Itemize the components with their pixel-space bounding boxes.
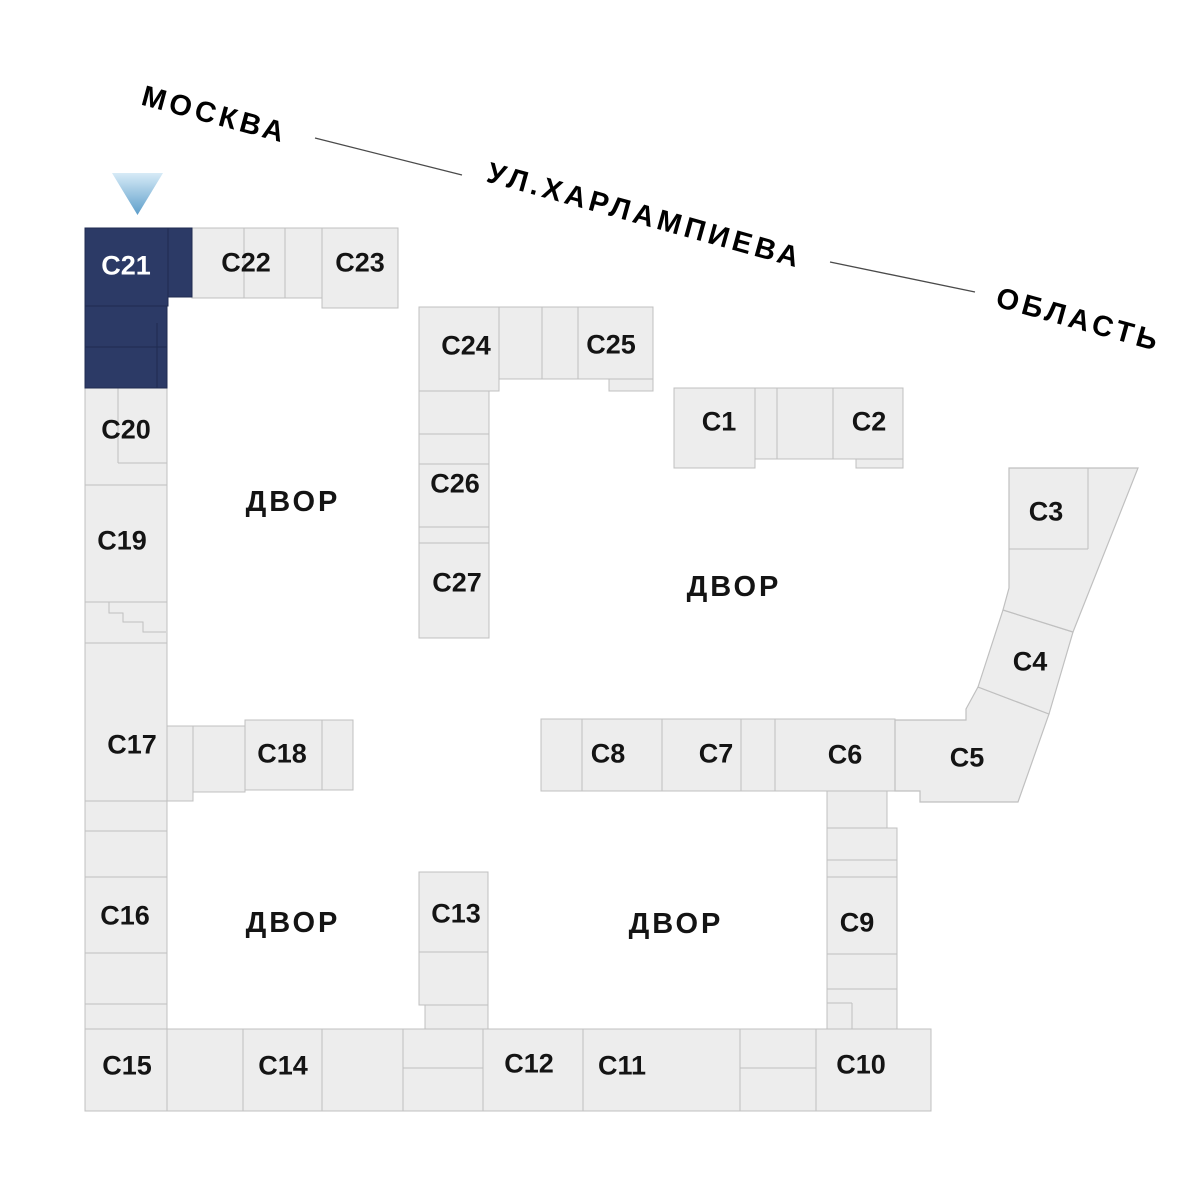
street-label-oblast: ОБЛАСТЬ xyxy=(992,282,1164,358)
courtyard-label-nw: ДВОР xyxy=(246,486,341,518)
building-c24-shape[interactable] xyxy=(418,306,500,392)
building-c13-shape[interactable] xyxy=(418,871,489,953)
building-section xyxy=(826,790,888,829)
building-c7-shape[interactable] xyxy=(661,718,742,792)
building-section xyxy=(498,306,543,380)
building-c21-section[interactable] xyxy=(84,305,168,348)
courtyard-label-ne: ДВОР xyxy=(687,571,782,603)
building-section xyxy=(284,227,323,299)
building-c15-label[interactable]: C15 xyxy=(102,1050,152,1080)
building-c21-section[interactable] xyxy=(84,346,168,389)
building-c2-label[interactable]: C2 xyxy=(852,406,887,436)
building-section xyxy=(739,1028,817,1112)
building-section xyxy=(84,1003,168,1030)
building-c14-label[interactable]: C14 xyxy=(258,1050,308,1080)
building-c17-shape[interactable] xyxy=(84,642,168,802)
building-c25-label[interactable]: C25 xyxy=(586,329,636,359)
building-section xyxy=(321,1028,404,1112)
street-label-kharlampieva: УЛ.ХАРЛАМПИЕВА xyxy=(483,157,806,275)
building-c10-label[interactable]: C10 xyxy=(836,1049,886,1079)
building-c3-shape[interactable] xyxy=(1002,467,1139,633)
courtyard-label-se: ДВОР xyxy=(629,908,724,940)
building-c8-label[interactable]: C8 xyxy=(591,738,626,768)
building-section xyxy=(418,951,489,1006)
building-section xyxy=(402,1028,484,1112)
building-c18-label[interactable]: C18 xyxy=(257,738,307,768)
building-c12-shape[interactable] xyxy=(482,1028,584,1112)
building-section xyxy=(84,952,168,1005)
selected-building-pointer-icon xyxy=(112,173,163,215)
building-c6-label[interactable]: C6 xyxy=(828,739,863,769)
building-c20-label[interactable]: C20 xyxy=(101,414,151,444)
building-c9-shape[interactable] xyxy=(826,827,898,1030)
building-section xyxy=(166,725,194,802)
building-section xyxy=(418,433,490,465)
building-c18-shape[interactable] xyxy=(244,719,354,791)
building-section xyxy=(608,378,654,392)
building-c26-shape[interactable] xyxy=(418,463,490,528)
building-c25-shape[interactable] xyxy=(577,306,654,380)
building-c5-shape[interactable] xyxy=(894,686,1050,803)
building-section xyxy=(541,306,579,380)
building-c11-label[interactable]: C11 xyxy=(598,1050,646,1080)
building-c1-label[interactable]: C1 xyxy=(702,406,737,436)
building-section xyxy=(84,830,168,878)
building-section xyxy=(540,718,583,792)
street-line xyxy=(829,261,976,293)
stair-step-lines xyxy=(108,602,166,633)
building-c14-shape[interactable] xyxy=(242,1028,323,1112)
building-c19-label[interactable]: C19 xyxy=(97,525,147,555)
building-c16-label[interactable]: C16 xyxy=(100,900,150,930)
building-c4-label[interactable]: C4 xyxy=(1013,646,1048,676)
building-c9-label[interactable]: C9 xyxy=(840,907,875,937)
building-c5-label[interactable]: C5 xyxy=(950,742,985,772)
building-section xyxy=(418,526,490,544)
building-section xyxy=(424,1004,489,1030)
building-section xyxy=(418,390,490,435)
building-section xyxy=(776,387,834,460)
building-section xyxy=(855,458,904,469)
building-c13-label[interactable]: C13 xyxy=(431,898,481,928)
building-c21-label[interactable]: C21 xyxy=(101,250,151,280)
building-c22-label[interactable]: C22 xyxy=(221,247,271,277)
building-c23-shape[interactable] xyxy=(321,227,399,309)
courtyard-label-sw: ДВОР xyxy=(246,907,341,939)
building-c16-shape[interactable] xyxy=(84,876,168,954)
building-section xyxy=(192,725,246,793)
building-c11-shape[interactable] xyxy=(582,1028,741,1112)
building-c26-label[interactable]: C26 xyxy=(430,468,480,498)
street-line xyxy=(314,137,463,176)
building-c21-section[interactable] xyxy=(167,227,193,298)
building-c2-shape[interactable] xyxy=(832,387,904,460)
building-section xyxy=(754,387,778,460)
building-c12-label[interactable]: C12 xyxy=(504,1048,554,1078)
building-c22-shape[interactable] xyxy=(191,227,286,299)
building-c27-shape[interactable] xyxy=(418,542,490,639)
building-section xyxy=(740,718,776,792)
street-label-moscow: МОСКВА xyxy=(138,80,291,150)
building-c1-shape[interactable] xyxy=(673,387,756,469)
building-c23-label[interactable]: C23 xyxy=(335,247,385,277)
building-c10-shape[interactable] xyxy=(815,1028,932,1112)
building-c24-label[interactable]: C24 xyxy=(441,330,491,360)
building-section xyxy=(84,800,168,832)
building-c3-label[interactable]: C3 xyxy=(1029,496,1064,526)
building-c27-label[interactable]: C27 xyxy=(432,567,482,597)
building-section xyxy=(166,1028,244,1112)
building-c17-label[interactable]: C17 xyxy=(107,729,157,759)
building-c7-label[interactable]: C7 xyxy=(699,738,734,768)
